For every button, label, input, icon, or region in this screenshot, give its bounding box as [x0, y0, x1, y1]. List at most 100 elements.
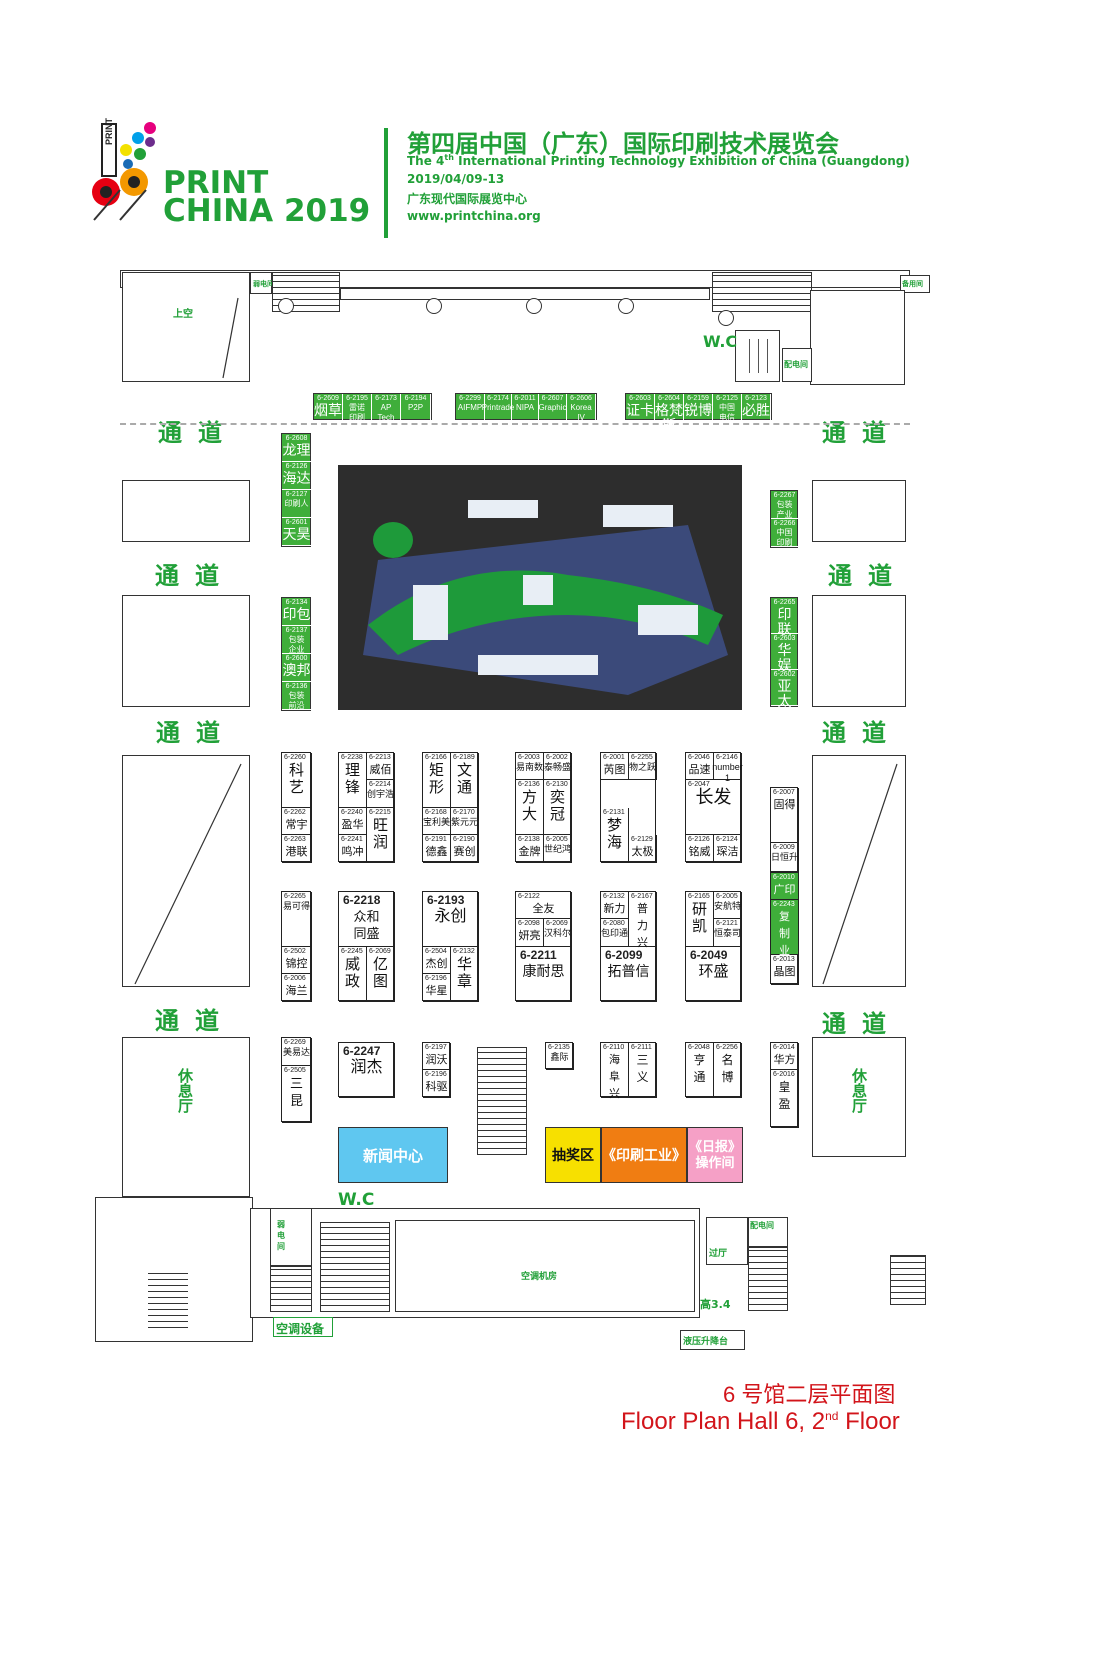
- daily-operation-room[interactable]: 《日报》 操作间: [687, 1127, 743, 1183]
- press-center[interactable]: 新闻中心: [338, 1127, 448, 1183]
- lottery-area[interactable]: 抽奖区: [545, 1127, 601, 1183]
- printing-industry-booth[interactable]: 《印刷工业》: [601, 1127, 687, 1183]
- website-link[interactable]: www.printchina.org: [407, 209, 541, 223]
